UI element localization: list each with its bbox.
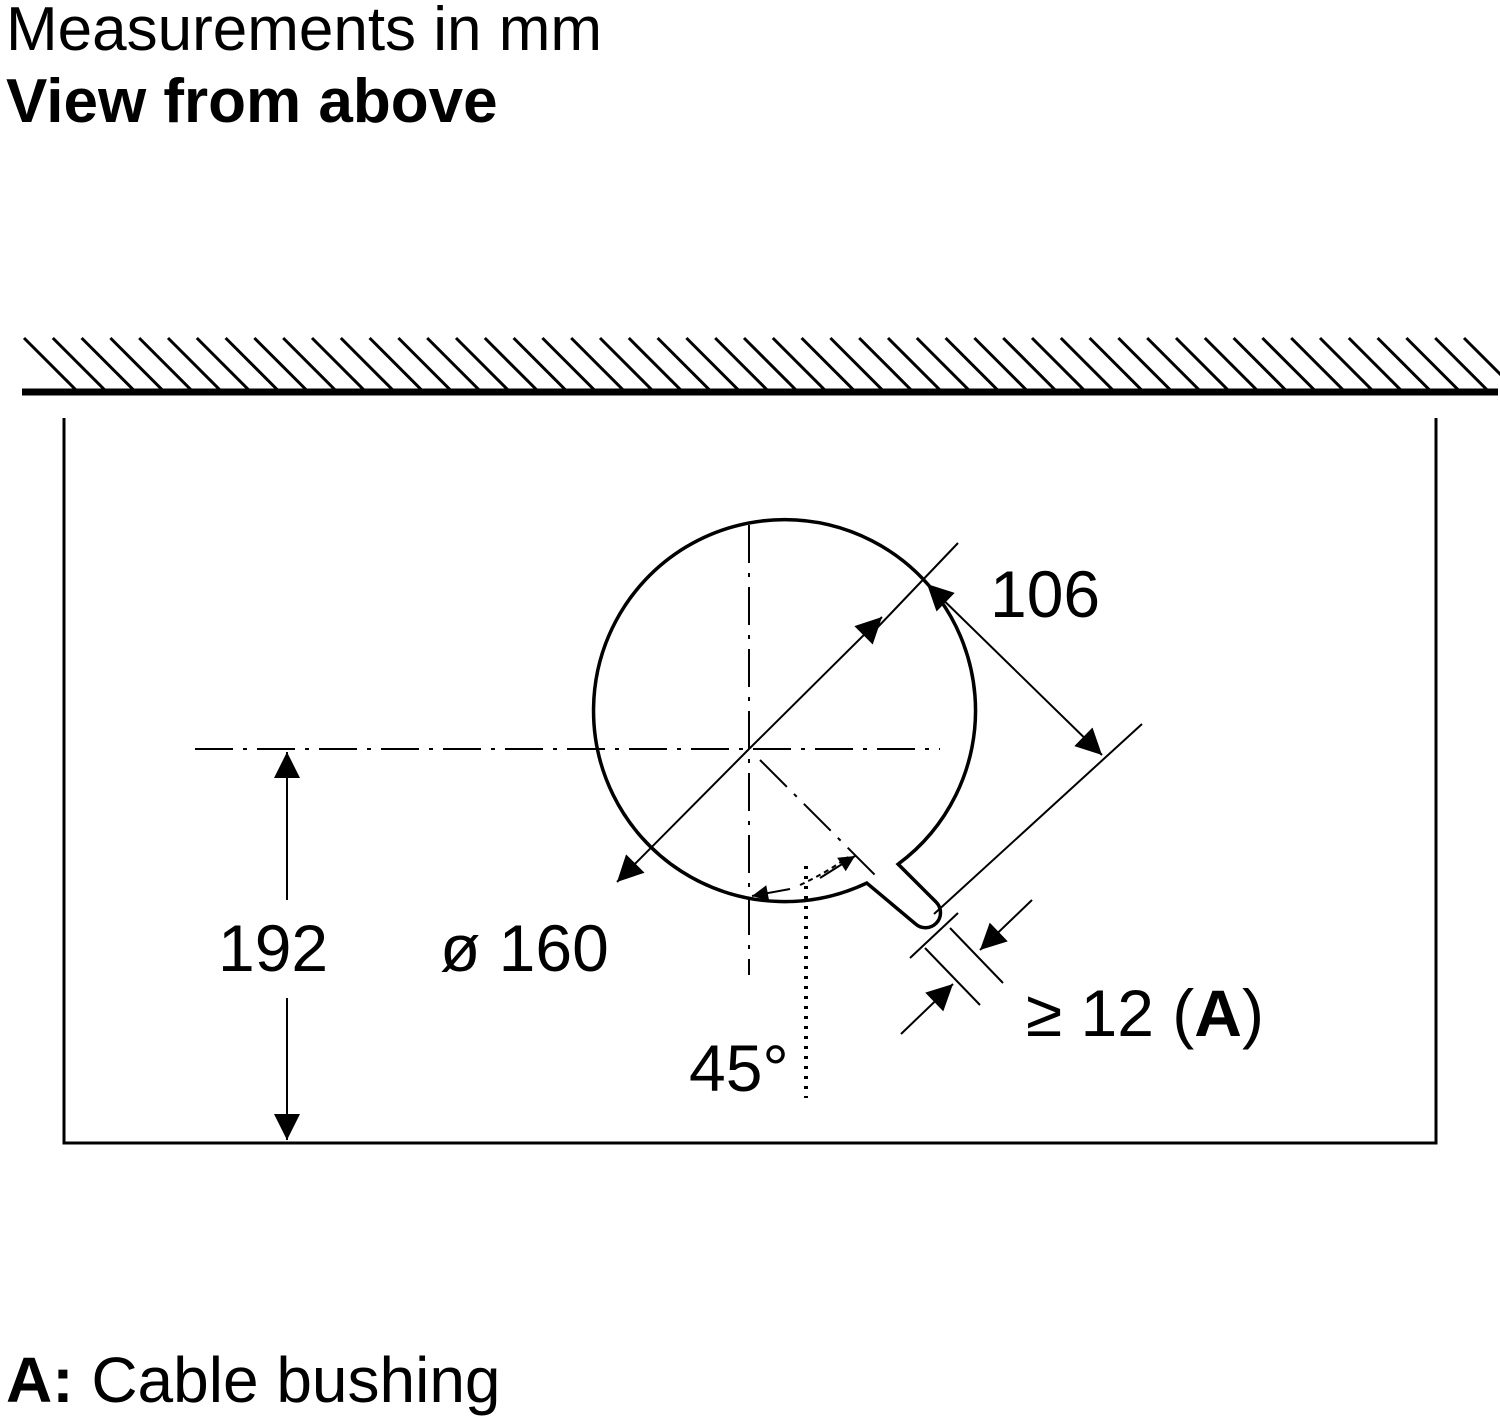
angle-arc — [799, 856, 849, 886]
hatch-stroke — [282, 336, 337, 392]
extension-line — [933, 723, 1143, 915]
hatch-stroke — [1376, 336, 1431, 392]
legend-key: A: — [6, 1344, 74, 1416]
hatch-stroke — [109, 336, 164, 392]
extension-line — [909, 912, 959, 959]
hatch-stroke — [166, 336, 222, 392]
angle-label: 45° — [689, 1031, 789, 1105]
hatch-stroke — [1434, 336, 1489, 392]
hatch-stroke — [426, 336, 481, 392]
hatch-stroke — [886, 336, 942, 392]
hatch-stroke — [1088, 336, 1143, 392]
dimension-192-label: 192 — [218, 911, 328, 985]
hatch-stroke — [1117, 336, 1172, 392]
hatch-stroke — [51, 336, 106, 392]
legend: A: Cable bushing — [6, 1344, 501, 1418]
extension-line — [875, 542, 959, 630]
hatch-stroke — [1174, 336, 1230, 392]
hatch-stroke — [685, 336, 740, 392]
cutout-circle — [591, 517, 978, 930]
units-note: Measurements in mm — [6, 0, 603, 64]
hatch-stroke — [656, 336, 711, 392]
hatch-stroke — [915, 336, 970, 392]
hatch-stroke — [454, 336, 510, 392]
hatch-stroke — [512, 336, 567, 392]
diameter-arrow — [748, 616, 883, 750]
hatch-stroke — [1318, 336, 1374, 392]
clearance-suffix: ) — [1242, 976, 1264, 1050]
hatch-stroke — [1405, 336, 1460, 392]
diagonal-centerline — [759, 759, 881, 881]
hatch-stroke — [1347, 336, 1402, 392]
clearance-arrow — [979, 899, 1033, 951]
clearance-key: A — [1194, 976, 1242, 1050]
diameter-label: ø 160 — [440, 911, 609, 985]
hatch-stroke — [80, 336, 135, 392]
legend-description: Cable bushing — [73, 1344, 501, 1416]
hatch-stroke — [1232, 336, 1287, 392]
cabinet-outline — [62, 418, 1438, 1145]
angle-arrow — [819, 855, 856, 879]
hatch-stroke — [1146, 336, 1201, 392]
hatch-stroke — [138, 336, 193, 392]
hatch-stroke — [742, 336, 798, 392]
dimension-106-label: 106 — [990, 557, 1100, 631]
clearance-arrow — [900, 983, 954, 1035]
hatch-stroke — [483, 336, 538, 392]
hatch-stroke — [570, 336, 625, 392]
hatch-stroke — [771, 336, 826, 392]
hatch-stroke — [858, 336, 913, 392]
hatch-stroke — [944, 336, 999, 392]
clearance-label: ≥ 12 (A) — [1026, 976, 1264, 1050]
hatch-stroke — [1002, 336, 1057, 392]
hatch-stroke — [1261, 336, 1316, 392]
hatch-stroke — [541, 336, 596, 392]
hatch-stroke — [973, 336, 1028, 392]
extension-line — [924, 947, 981, 1006]
hatch-stroke — [714, 336, 769, 392]
hatch-stroke — [1203, 336, 1258, 392]
hatch-stroke — [310, 336, 366, 392]
extension-line — [949, 927, 1004, 984]
hatch-stroke — [253, 336, 308, 392]
dimension-106-arrow — [926, 583, 1016, 671]
hatch-stroke — [224, 336, 279, 392]
wall-hatching — [22, 336, 1500, 392]
hatch-stroke — [339, 336, 394, 392]
hatch-stroke — [598, 336, 654, 392]
hatch-stroke — [195, 336, 250, 392]
hatch-stroke — [368, 336, 423, 392]
hatch-stroke — [1290, 336, 1345, 392]
hatch-stroke — [1059, 336, 1114, 392]
hatch-stroke — [829, 336, 884, 392]
view-label: View from above — [6, 67, 498, 136]
clearance-prefix: ≥ 12 ( — [1026, 976, 1194, 1050]
hatch-stroke — [1030, 336, 1086, 392]
hatch-stroke — [1462, 336, 1500, 377]
hatch-stroke — [800, 336, 855, 392]
angle-arrow — [751, 885, 791, 901]
diameter-arrow — [616, 748, 750, 883]
hatch-stroke — [22, 336, 78, 392]
hatch-stroke — [397, 336, 452, 392]
dimension-106-arrow — [1014, 669, 1103, 756]
hatch-stroke — [627, 336, 682, 392]
